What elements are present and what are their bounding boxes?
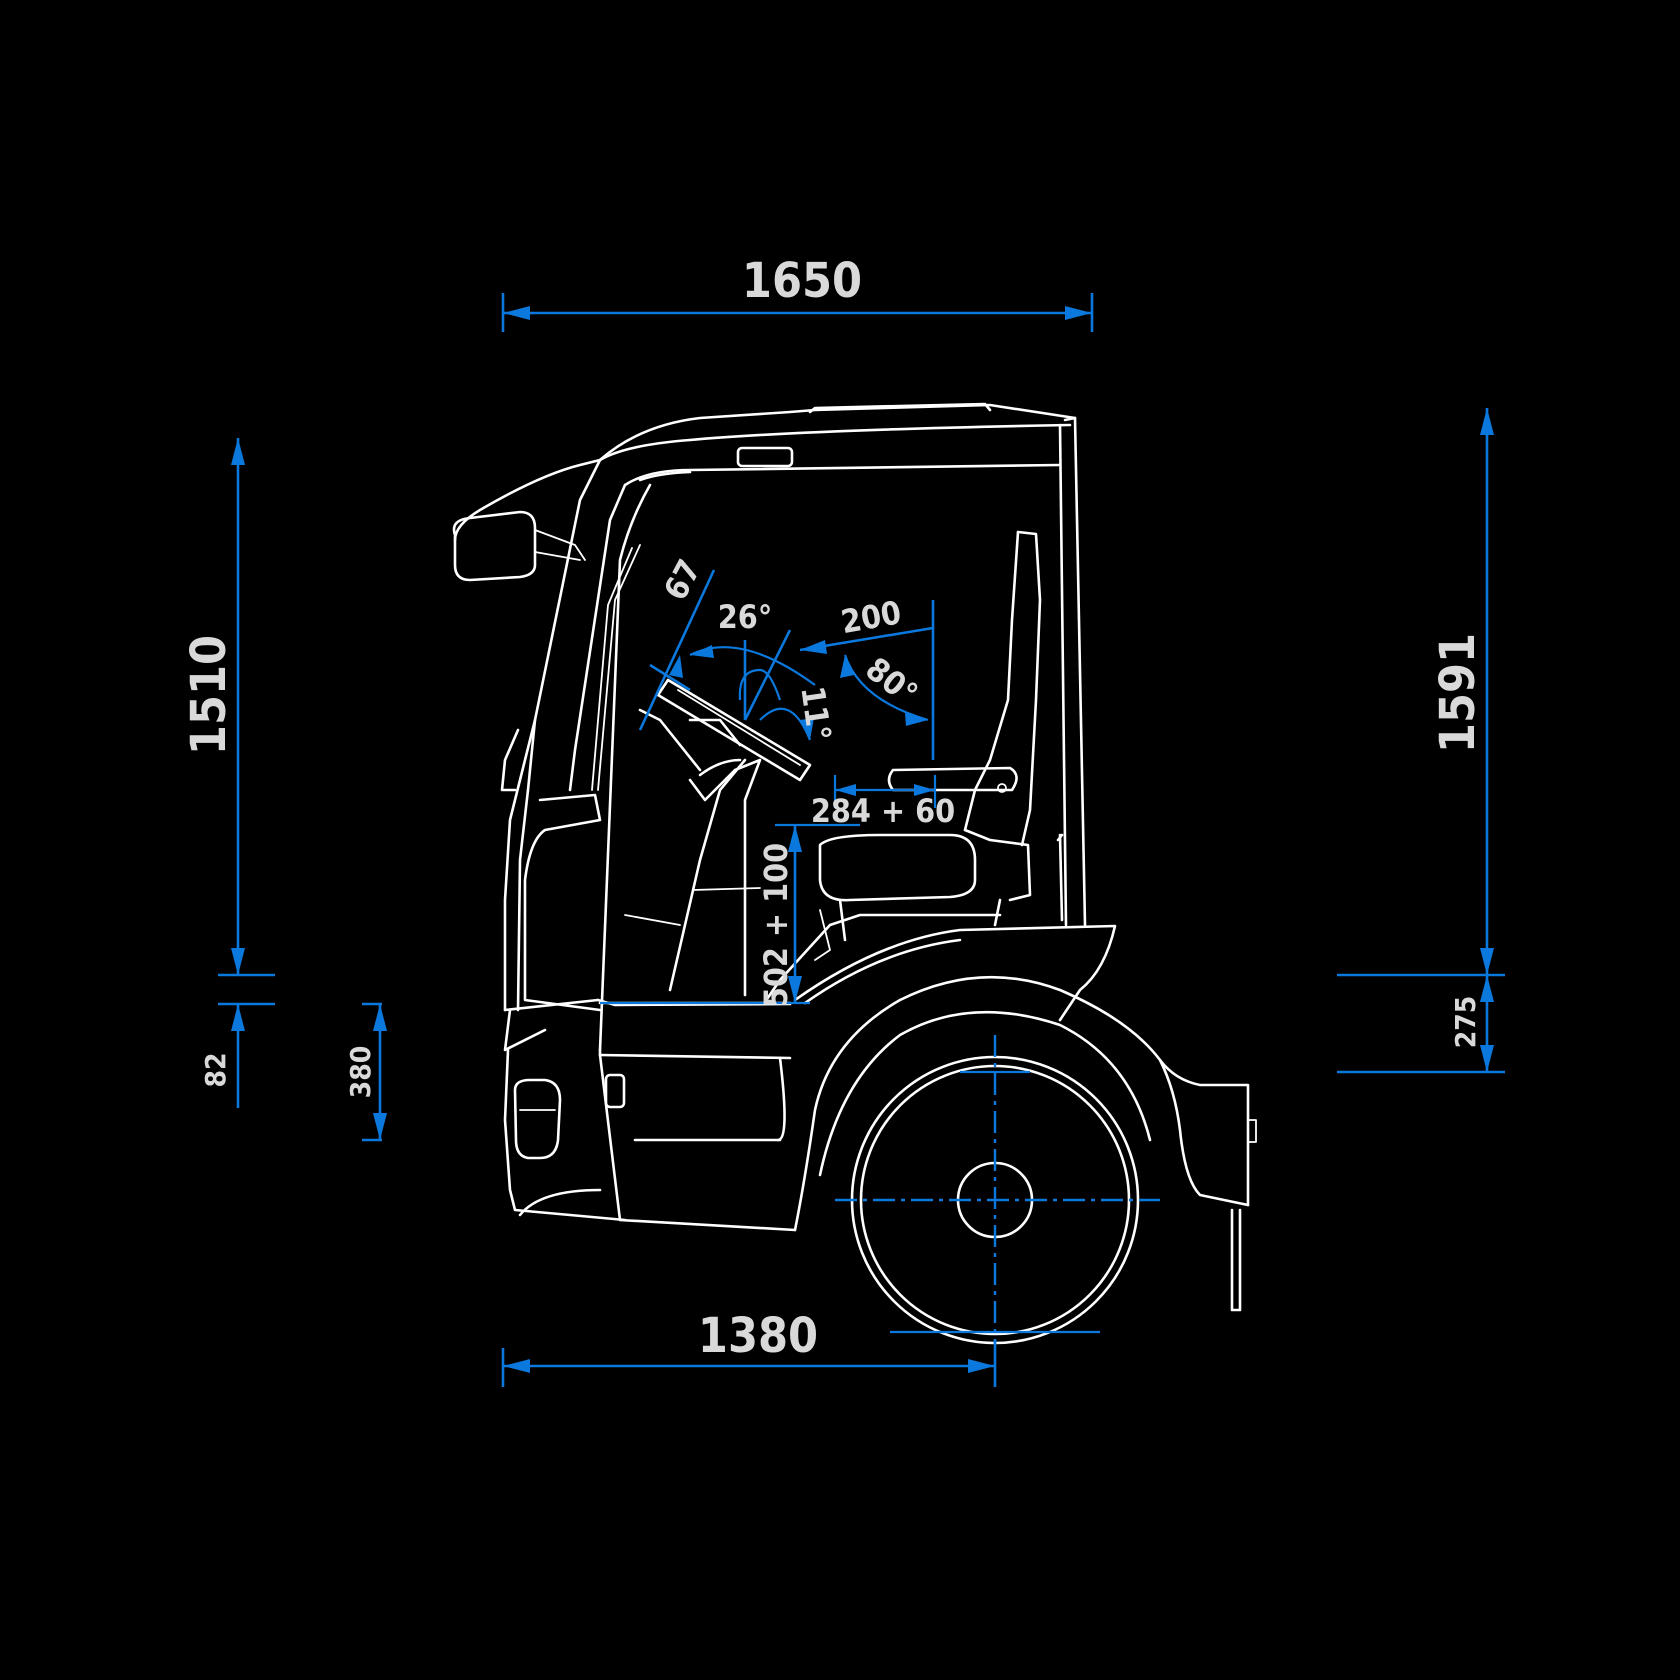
left-height-label: 1510: [181, 635, 237, 755]
armrest-pin: [997, 783, 1007, 793]
seat-vertical-label: 502 + 100: [757, 843, 795, 1007]
rear-light: [1247, 1119, 1257, 1143]
seat-back: [1016, 530, 1042, 847]
left-floor-label: 380: [344, 1046, 377, 1099]
left-step-label: 82: [199, 1052, 232, 1087]
roof-lamp: [736, 446, 794, 468]
wheel-angle-label: 26°: [718, 598, 772, 636]
overall-width-label: 1650: [742, 253, 862, 309]
seat-cushion: [818, 833, 977, 902]
indicator: [604, 1073, 626, 1109]
seat-back-angle-label: 80°: [859, 650, 925, 713]
wheel-adjust-angle-label: 11°: [793, 684, 838, 743]
seat-horizontal-label: 284 + 60: [811, 792, 955, 830]
headlamp: [513, 1078, 562, 1160]
cab-outline: [452, 402, 1257, 1345]
right-step-label: 275: [1449, 996, 1482, 1049]
axle-distance-label: 1380: [698, 1308, 818, 1364]
right-height-label: 1591: [1430, 633, 1486, 753]
armrest: [887, 766, 1018, 792]
dimension-lines: [218, 293, 1505, 1387]
mirror: [452, 510, 537, 582]
steering-wheel: [656, 678, 812, 782]
dimension-labels: 1650 1380 1510 82 380 1591 275 67 26° 11…: [181, 253, 1486, 1364]
